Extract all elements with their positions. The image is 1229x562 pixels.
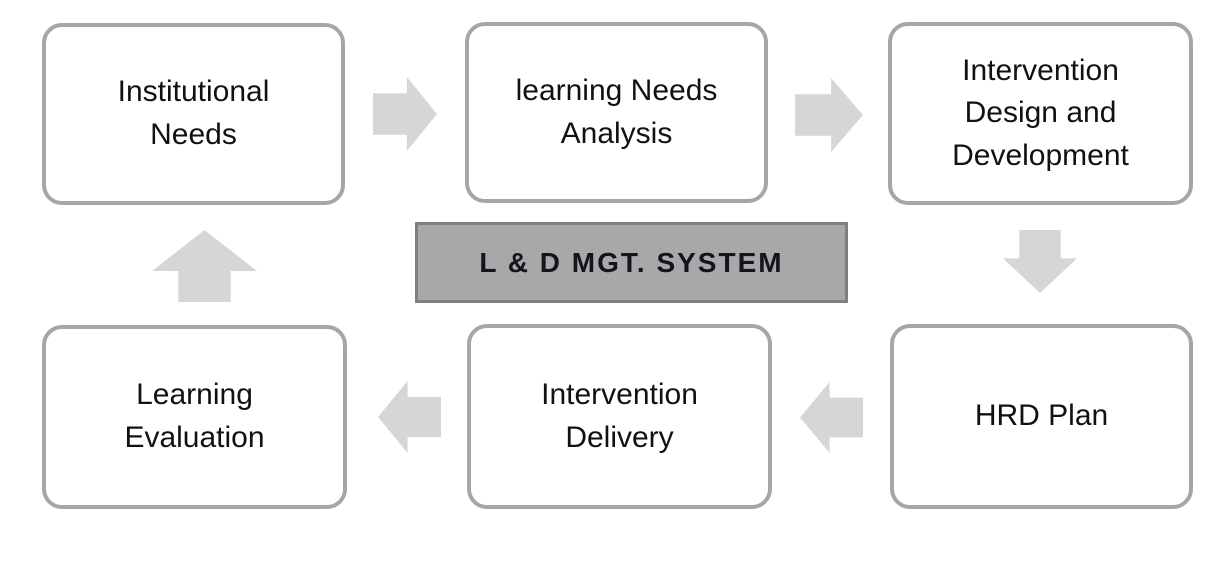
arrow-left-icon bbox=[800, 382, 863, 453]
node-label: Learning Evaluation bbox=[124, 378, 265, 454]
arrow-up-icon bbox=[152, 230, 257, 302]
node-institutional-needs: Institutional Needs bbox=[42, 23, 345, 205]
node-learning-needs-analysis: learning Needs Analysis bbox=[465, 22, 768, 203]
node-label: learning Needs Analysis bbox=[515, 73, 718, 150]
center-title-bar: L & D MGT. SYSTEM bbox=[415, 222, 848, 303]
node-label: Intervention Design and Development bbox=[952, 53, 1129, 172]
arrow-down-icon bbox=[1003, 230, 1077, 293]
node-hrd-plan: HRD Plan bbox=[890, 324, 1193, 509]
arrow-right-icon bbox=[373, 77, 437, 151]
node-label: Institutional Needs bbox=[117, 75, 270, 151]
node-intervention-delivery: Intervention Delivery bbox=[467, 324, 772, 509]
node-label: Intervention Delivery bbox=[541, 377, 698, 454]
node-intervention-design-and-development: Intervention Design and Development bbox=[888, 22, 1193, 205]
node-learning-evaluation: Learning Evaluation bbox=[42, 325, 347, 509]
center-title-label: L & D MGT. SYSTEM bbox=[479, 246, 784, 278]
arrow-right-icon bbox=[795, 78, 863, 152]
node-label: HRD Plan bbox=[974, 399, 1109, 433]
arrow-left-icon bbox=[378, 381, 441, 453]
